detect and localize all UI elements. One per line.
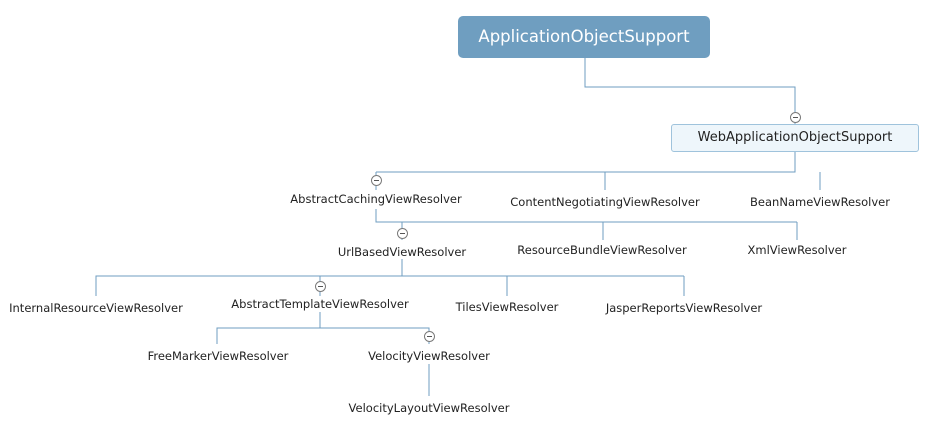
node-abstract-template-view-resolver[interactable]: AbstractTemplateViewResolver [231,297,409,311]
connector-to-velocity [320,327,430,344]
connector-web-to-level2 [376,152,796,173]
node-content-negotiating-view-resolver[interactable]: ContentNegotiatingViewResolver [510,195,700,209]
node-resource-bundle-view-resolver[interactable]: ResourceBundleViewResolver [517,243,687,257]
node-bean-name-view-resolver[interactable]: BeanNameViewResolver [750,195,890,209]
node-internal-resource-view-resolver[interactable]: InternalResourceViewResolver [9,301,183,315]
node-tiles-view-resolver[interactable]: TilesViewResolver [455,300,559,314]
node-velocity-view-resolver[interactable]: VelocityViewResolver [368,349,490,363]
collapse-toggle-web[interactable] [790,112,801,123]
collapse-toggle-abstract-template[interactable] [315,281,326,292]
connector-caching-to-level3 [375,209,797,223]
node-xml-view-resolver[interactable]: XmlViewResolver [747,243,847,257]
node-velocity-layout-view-resolver[interactable]: VelocityLayoutViewResolver [348,401,510,415]
collapse-toggle-abstract-caching[interactable] [371,175,382,186]
node-application-object-support[interactable]: ApplicationObjectSupport [458,16,710,58]
node-jasper-reports-view-resolver[interactable]: JasperReportsViewResolver [605,301,763,315]
node-url-based-view-resolver[interactable]: UrlBasedViewResolver [337,245,467,259]
collapse-toggle-url-based[interactable] [397,228,408,239]
connector-template-to-level5 [216,312,321,344]
node-abstract-caching-view-resolver[interactable]: AbstractCachingViewResolver [290,192,462,206]
connector-url-to-level4 [95,259,403,296]
node-freemarker-view-resolver[interactable]: FreeMarkerViewResolver [147,349,289,363]
connector-root-to-web [584,58,796,124]
node-web-application-object-support[interactable]: WebApplicationObjectSupport [671,124,919,152]
collapse-toggle-velocity[interactable] [424,331,435,342]
